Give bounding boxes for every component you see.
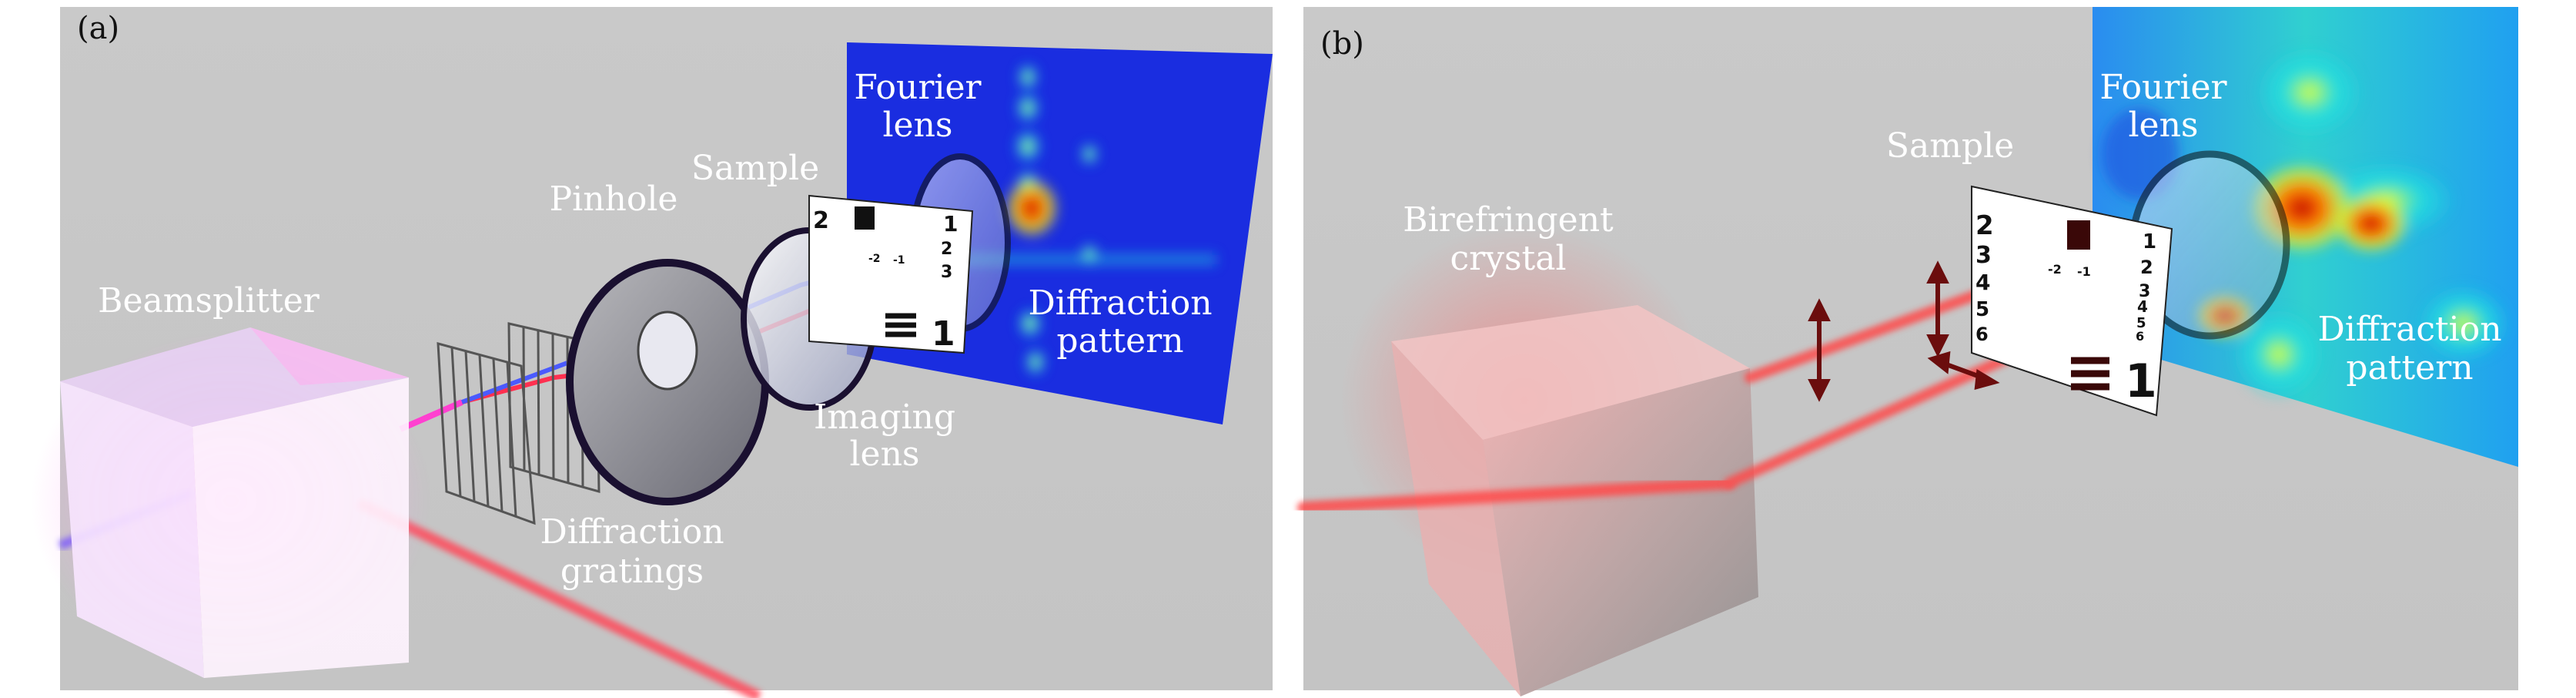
target-number: -2 [868, 253, 881, 265]
label-diffraction-pattern: Diffraction [2317, 310, 2501, 349]
label-fourier-lens: Fourier [2099, 68, 2227, 107]
label-pinhole: Pinhole [550, 180, 678, 219]
target-number: 6 [2136, 329, 2144, 344]
label-fourier-lens: Fourier [854, 68, 982, 107]
target-number: 6 [1975, 324, 1989, 345]
target-number: 2 [2140, 257, 2153, 278]
label-fourier-lens: lens [882, 106, 952, 145]
target-number: 1 [943, 211, 958, 237]
target-number: 4 [2137, 297, 2148, 316]
pinhole [566, 259, 769, 505]
label-beamsplitter: Beamsplitter [98, 281, 320, 320]
panel-a-tag: (a) [77, 11, 119, 46]
target-number: 1 [2143, 230, 2156, 253]
label-imaging-lens: Imaging [814, 398, 955, 437]
target-number: 2 [1975, 210, 1994, 241]
label-birefringent-crystal: crystal [1450, 239, 1566, 278]
target-number: -1 [893, 254, 905, 267]
label-diffraction-gratings: gratings [560, 552, 704, 591]
label-diffraction-pattern: pattern [1056, 321, 1183, 361]
label-fourier-lens: lens [2128, 106, 2198, 145]
target-number: 1 [932, 314, 955, 354]
diffraction-gratings [437, 322, 601, 525]
label-imaging-lens: lens [849, 435, 919, 474]
target-number: -1 [2077, 264, 2091, 279]
label-birefringent-crystal: Birefringent [1403, 200, 1614, 240]
sample-resolution-target: 2 3 4 5 6 1 2 3 4 5 6 1 -2 -1 [1971, 185, 2173, 417]
target-number: 3 [1975, 242, 1992, 269]
target-number: 5 [2136, 315, 2146, 331]
beamsplitter-cube [31, 327, 431, 678]
target-number: 2 [813, 207, 829, 234]
target-number: 5 [1975, 298, 1989, 321]
target-number: 3 [2139, 282, 2150, 301]
diffraction-pattern-screen [2093, 7, 2518, 467]
target-number: -2 [2048, 262, 2062, 277]
panel-a: 2 1 1 2 3 -2 -1 (a) Beamsplitter Diffrac… [31, 7, 1273, 698]
target-number: 3 [941, 263, 952, 282]
target-number: 2 [941, 240, 952, 259]
polarization-arrows [1808, 260, 2000, 402]
target-number: 4 [1975, 270, 1990, 295]
sample-resolution-target: 2 1 1 2 3 -2 -1 [808, 194, 974, 354]
label-diffraction-pattern: pattern [2346, 348, 2473, 388]
panel-b: 2 3 4 5 6 1 2 3 4 5 6 1 -2 -1 (b) Birefr… [1297, 7, 2518, 696]
label-diffraction-gratings: Diffraction [540, 512, 724, 552]
panel-b-tag: (b) [1320, 26, 1364, 62]
label-sample: Sample [691, 149, 819, 188]
label-sample: Sample [1886, 126, 2014, 166]
label-diffraction-pattern: Diffraction [1028, 284, 1212, 323]
target-number: 1 [2125, 354, 2157, 408]
